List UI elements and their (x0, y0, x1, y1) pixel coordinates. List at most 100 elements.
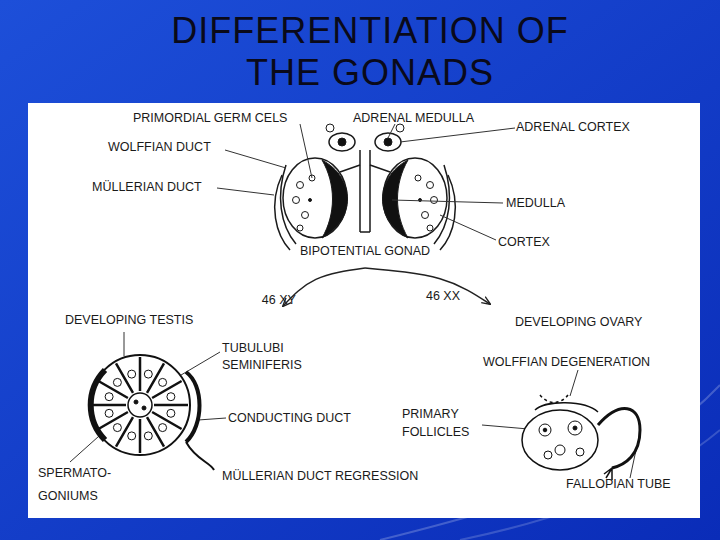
testis-illustration (90, 355, 214, 470)
seminiferous-tubule (128, 432, 136, 440)
leader-lines (70, 124, 636, 478)
ductus-deferens (186, 442, 214, 470)
seminiferous-tubule (167, 393, 175, 401)
part-label: WOLFFIAN DUCT (108, 140, 211, 155)
stage-heading: DEVELOPING TESTIS (65, 313, 265, 328)
germ-cell (427, 225, 433, 231)
part-label: FALLOPIAN TUBE (566, 477, 671, 492)
rete-dot (134, 400, 138, 404)
illustration-group: BIPOTENTIAL GONAD (240, 120, 490, 268)
part-label: PRIMARY FOLLICLES (402, 405, 487, 441)
wolffian-duct (434, 165, 449, 244)
germ-cell (293, 197, 300, 204)
seminiferous-tubule (113, 378, 121, 386)
rete-dot (142, 406, 146, 410)
oocyte (573, 426, 577, 430)
germ-cell (431, 197, 438, 204)
neural-crest-cell (326, 124, 334, 132)
seminiferous-tubule (144, 370, 152, 378)
gonad-medulla (322, 160, 348, 238)
germ-cell (415, 175, 421, 181)
part-label: CONDUCTING DUCT (228, 411, 351, 426)
gonad-outline (283, 158, 347, 238)
karyotype-label: 46 XX (426, 289, 460, 304)
germ-cell (302, 212, 309, 219)
illustration-panel (28, 103, 700, 518)
wolffian-duct (281, 165, 296, 244)
primary-follicle (544, 451, 552, 459)
rete-testis (128, 393, 152, 417)
seminiferous-tubule (105, 393, 113, 401)
ovary-outline (522, 410, 598, 470)
seminiferous-tubule (144, 432, 152, 440)
primary-follicle (576, 448, 584, 456)
oocyte (543, 428, 547, 432)
neural-crest-cell (396, 124, 404, 132)
leader-line (570, 370, 578, 396)
leader-line (440, 215, 496, 240)
primary-follicle (555, 445, 565, 455)
seminiferous-tubule (113, 424, 121, 432)
adrenal-medulla (384, 138, 392, 146)
leader-line (392, 200, 503, 203)
gonad-medulla (383, 160, 409, 238)
illustration-group: DEVELOPING OVARY (482, 304, 672, 476)
leader-line (225, 150, 286, 168)
part-label: MÜLLERIAN DUCT REGRESSION (222, 469, 418, 484)
gonad-outline (383, 158, 447, 238)
differentiation-arrow (283, 268, 365, 306)
leader-line (300, 124, 312, 178)
testis-outline (90, 355, 190, 455)
germ-cell-dot (309, 199, 312, 202)
seminiferous-tubule (159, 378, 167, 386)
stage-heading: BIPOTENTIAL GONAD (240, 244, 490, 259)
germ-cell (297, 225, 303, 231)
leader-line (124, 332, 125, 356)
primary-follicle (568, 421, 582, 435)
testis-septa (92, 357, 188, 453)
epididymis (186, 372, 200, 442)
aorta (360, 150, 370, 232)
slide-title: DIFFERENTIATION OF THE GONADS (160, 10, 580, 94)
leader-line (176, 352, 220, 378)
primary-follicle (539, 424, 551, 436)
ovary-illustration (522, 395, 640, 480)
part-label: WOLFFIAN DEGENERATION (483, 355, 650, 370)
part-label: ADRENAL MEDULLA (353, 111, 474, 126)
part-label: SPERMATO- GONIUMS (38, 462, 118, 508)
part-label: TUBULUBI SEMINIFERIS (222, 340, 322, 374)
part-label: CORTEX (498, 235, 550, 250)
part-label: MÜLLERIAN DUCT (92, 180, 202, 195)
adrenal-medulla (338, 138, 346, 146)
part-label: MEDULLA (506, 196, 565, 211)
differentiation-arrow (365, 268, 490, 304)
mullerian-duct (440, 175, 455, 250)
leader-line (217, 188, 274, 195)
stage-heading: DEVELOPING OVARY (515, 315, 670, 330)
mesentery (340, 165, 390, 172)
adrenal-cortex (329, 133, 355, 151)
leader-line (388, 124, 395, 138)
leader-line (198, 418, 226, 420)
wolffian-remnant (540, 395, 568, 403)
germ-cell (422, 212, 429, 219)
illustration-group: DEVELOPING TESTIS (60, 306, 290, 472)
leader-line (400, 128, 515, 142)
seminiferous-tubule (167, 409, 175, 417)
karyotype-label: 46 XY (262, 293, 296, 308)
seminiferous-tubule (105, 409, 113, 417)
germ-cell (297, 182, 304, 189)
fallopian-tube (598, 409, 640, 468)
part-label: ADRENAL CORTEX (516, 120, 630, 135)
bipotential-gonad-illustration (275, 124, 456, 250)
germ-cell (427, 182, 434, 189)
part-label: PRIMORDIAL GERM CELS (133, 111, 287, 126)
seminiferous-tubule (128, 370, 136, 378)
adrenal-cortex (375, 133, 401, 151)
seminiferous-tubule (159, 424, 167, 432)
mullerian-duct (275, 175, 290, 250)
